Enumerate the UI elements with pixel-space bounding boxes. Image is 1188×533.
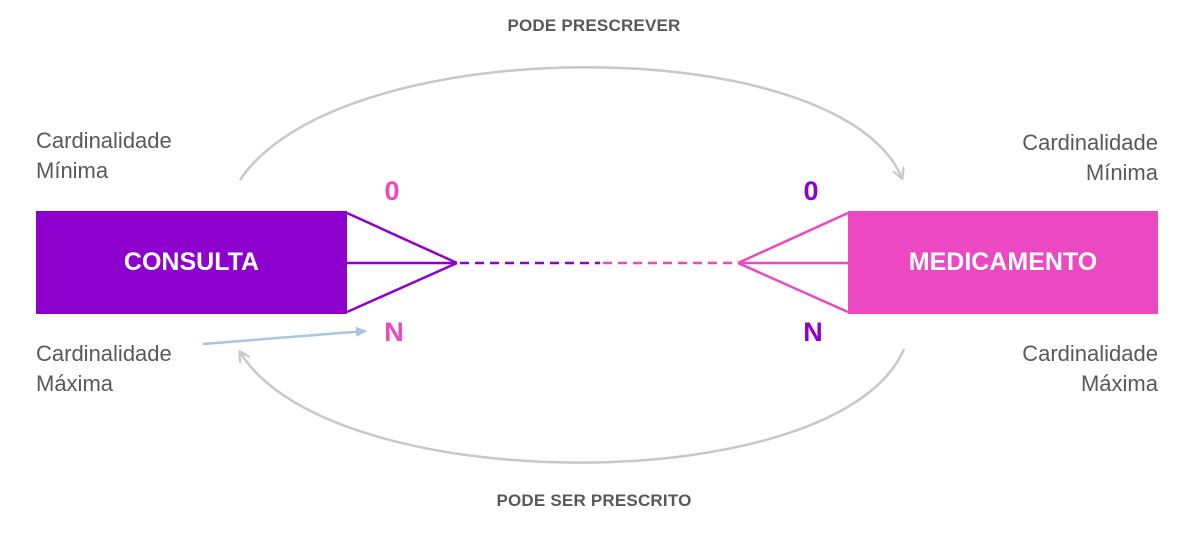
cardinality-label-line1: Cardinalidade [1022,130,1158,155]
entity-consulta-label: CONSULTA [123,248,260,276]
cardinality-label-line2: Mínima [36,158,109,183]
cardinality-mark-right-max: N [803,317,823,347]
right-crows-foot [737,211,849,314]
relationship-label-bottom: PODE SER PRESCRITO [496,491,692,510]
left-crows-foot [346,211,458,314]
cardinality-label-line2: Mínima [1085,160,1158,185]
cardinality-label-top-left: Cardinalidade Mínima [36,126,172,186]
cardinality-label-line1: Cardinalidade [1022,341,1158,366]
cardinality-label-bottom-right: Cardinalidade Máxima [1022,339,1158,399]
max-cardinality-pointer [202,326,367,346]
cardinality-mark-right-min: 0 [803,176,819,206]
relationship-label-top: PODE PRESCREVER [507,16,681,35]
cardinality-label-line1: Cardinalidade [36,128,172,153]
cardinality-label-bottom-left: Cardinalidade Máxima [36,339,172,399]
entity-medicamento: MEDICAMENTO [848,211,1158,314]
bottom-relationship-arc [240,348,906,464]
cardinality-mark-left-min: 0 [384,176,400,206]
entity-consulta: CONSULTA [36,211,347,314]
cardinality-label-top-right: Cardinalidade Mínima [1022,128,1158,188]
cardinality-label-line2: Máxima [36,371,114,396]
cardinality-mark-left-max: N [384,317,404,347]
cardinality-label-line1: Cardinalidade [36,341,172,366]
top-relationship-arc [238,66,902,180]
entity-medicamento-label: MEDICAMENTO [908,248,1098,276]
cardinality-label-line2: Máxima [1080,371,1158,396]
